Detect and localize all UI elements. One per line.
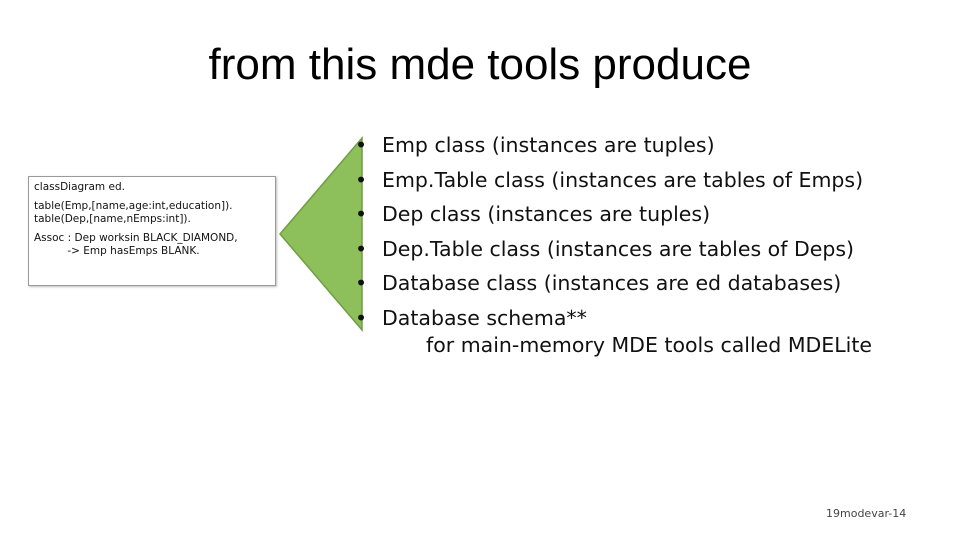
bullet-icon: •	[355, 236, 368, 261]
bullet-icon: •	[355, 167, 368, 192]
code-line: classDiagram ed.	[34, 181, 125, 193]
list-item: •Database class (instances are ed databa…	[355, 271, 842, 296]
list-item: •Emp class (instances are tuples)	[355, 133, 715, 157]
code-line: table(Dep,[name,nEmps:int]).	[34, 213, 191, 225]
output-list: •Emp class (instances are tuples) •Emp.T…	[355, 131, 863, 339]
bullet-icon: •	[355, 202, 368, 227]
list-item: •Dep class (instances are tuples)	[355, 202, 711, 227]
list-item: •Dep.Table class (instances are tables o…	[355, 236, 855, 261]
bullet-icon: •	[355, 305, 368, 330]
class-diagram-code-box: classDiagram ed. table(Emp,[name,age:int…	[28, 176, 276, 286]
list-item: •Database schema**	[355, 305, 587, 330]
list-item: •Emp.Table class (instances are tables o…	[355, 167, 864, 192]
bullet-icon: •	[355, 133, 368, 157]
slide-title: from this mde tools produce	[208, 40, 752, 89]
code-line: table(Emp,[name,age:int,education]).	[34, 200, 233, 212]
code-line: -> Emp hasEmps BLANK.	[34, 245, 200, 257]
code-line: Assoc : Dep worksin BLACK_DIAMOND,	[34, 232, 238, 244]
left-arrow-icon	[279, 135, 363, 333]
schema-note: for main-memory MDE tools called MDELite	[426, 333, 873, 357]
bullet-icon: •	[355, 271, 368, 296]
slide-footer: 19modevar-14	[826, 507, 907, 520]
